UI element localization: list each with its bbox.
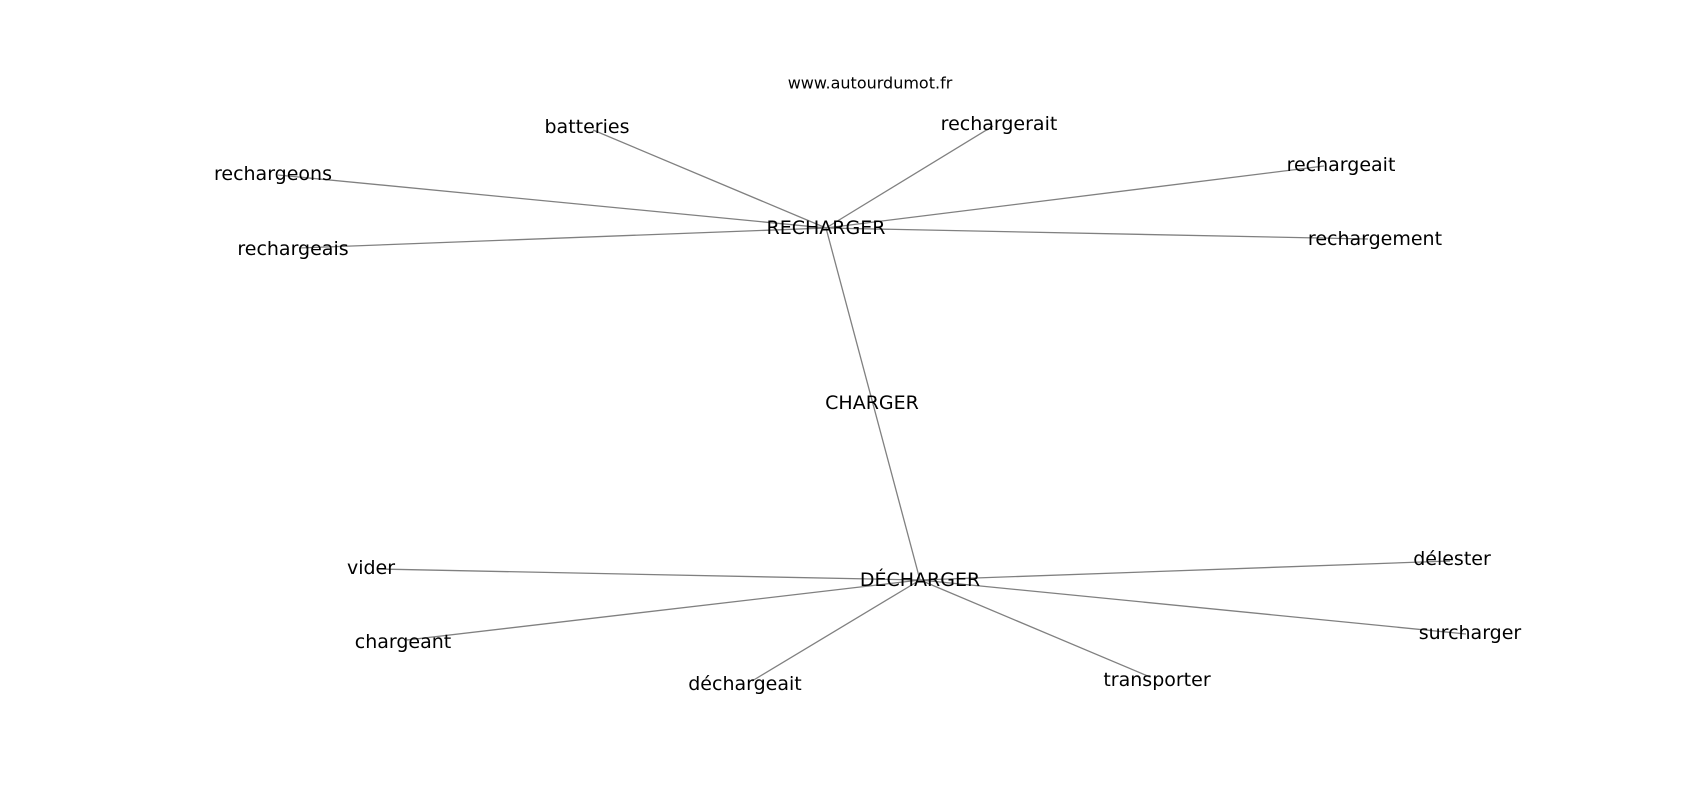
node-label-batteries: batteries [545,116,630,138]
edge-recharger-decharger [825,227,921,581]
edge-recharger-rechargeais [298,227,827,249]
node-label-rechargerait: rechargerait [941,113,1058,135]
edge-decharger-transporter [919,579,1151,678]
edge-decharger-dechargeait [751,579,921,682]
edge-decharger-surcharger [919,579,1467,635]
edges-layer [277,125,1467,682]
node-label-surcharger: surcharger [1419,622,1522,644]
node-label-delester: délester [1413,548,1491,570]
edge-recharger-rechargeons [277,174,827,229]
node-label-chargeant: chargeant [355,631,452,653]
watermark-text: www.autourdumot.fr [788,74,953,93]
node-label-recharger: RECHARGER [767,217,886,239]
node-label-vider: vider [347,557,395,579]
edge-decharger-chargeant [406,579,921,641]
node-label-rechargement: rechargement [1308,228,1442,250]
edge-decharger-vider [376,568,921,581]
node-label-rechargeais: rechargeais [237,238,348,260]
edge-recharger-rechargerait [825,125,994,229]
node-label-rechargeons: rechargeons [214,163,332,185]
node-label-dechargeait: déchargeait [688,673,801,695]
nodes-layer: CHARGER RECHARGER DÉCHARGER batteries rechar… [214,113,1521,695]
node-label-rechargeait: rechargeait [1287,154,1396,176]
node-label-decharger: DÉCHARGER [860,568,980,591]
edge-recharger-rechargement [825,227,1369,240]
node-label-charger: CHARGER [825,392,919,414]
edge-recharger-rechargeait [825,165,1325,229]
edge-recharger-batteries [592,129,827,229]
node-label-transporter: transporter [1103,669,1210,691]
edge-decharger-delester [919,560,1451,581]
